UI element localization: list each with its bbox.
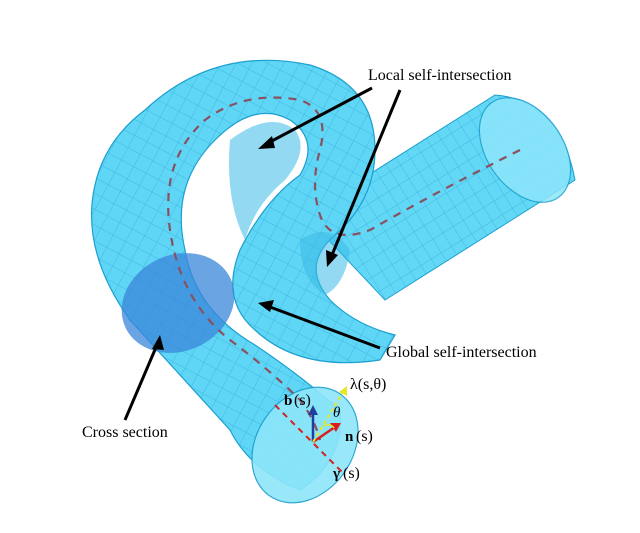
binormal-arrowhead [308,405,318,415]
label-cross-section: Cross section [82,424,168,441]
tube-end-cap-right [478,97,572,203]
theta-arc [322,424,335,429]
tube-coil [90,59,396,491]
callout-arrows [123,86,402,421]
label-normal-arg: (s) [356,428,373,445]
inner-wall-shade-2 [300,232,350,295]
arrow-local-top [267,86,373,145]
label-binormal-b: b [284,393,292,409]
label-lambda: λ(s,θ) [350,376,386,393]
normal-vector [312,425,336,444]
label-normal-n: n [345,429,354,445]
tube-end-cap-bottom [251,386,359,504]
tube-right-segment [304,94,576,301]
normal-arrowhead [330,423,341,432]
arrow-cross-section [123,344,159,421]
label-theta: θ [333,405,341,421]
arrow-local-lower [330,89,402,256]
lambda-vector [312,391,344,443]
label-binormal-arg: (s) [294,392,311,409]
label-gamma-arg: (s) [343,465,360,482]
gamma-line [274,404,346,476]
inner-wall-shade [229,122,301,240]
cross-section-disc [121,253,235,353]
frame-vectors [308,386,347,444]
centerline-curve [167,96,521,441]
arrow-global [269,305,381,350]
label-gamma: γ [332,466,340,482]
label-local-self-intersection: Local self-intersection [368,67,512,84]
lambda-arrowhead [339,386,347,396]
label-global-self-intersection: Global self-intersection [386,344,537,361]
